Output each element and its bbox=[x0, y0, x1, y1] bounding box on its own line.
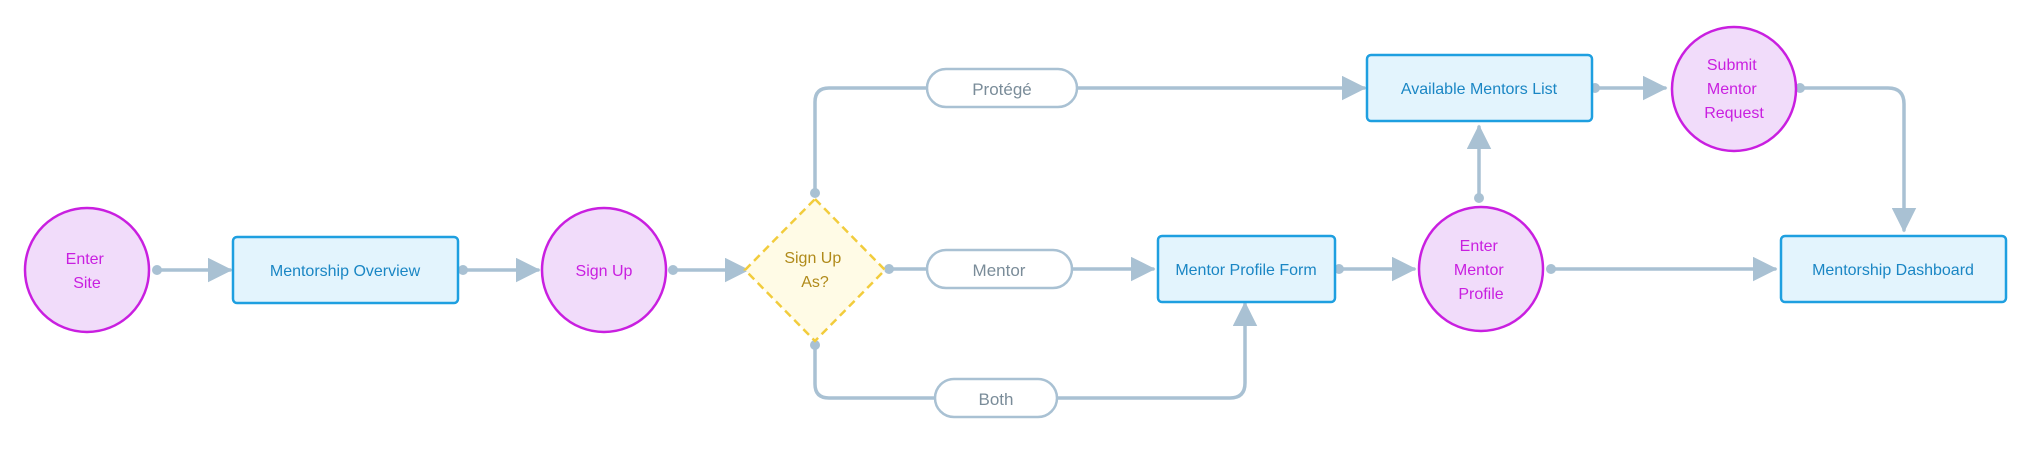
edge-dot bbox=[810, 340, 820, 350]
edge-label-mentor: Mentor bbox=[925, 248, 1074, 290]
svg-text:Mentorship Overview: Mentorship Overview bbox=[270, 263, 421, 280]
edge-dot bbox=[458, 265, 468, 275]
edge-submit-to-dashboard bbox=[1798, 86, 1917, 233]
svg-text:Enter Site: Enter Site bbox=[66, 251, 109, 292]
node-available-mentors-list: Available Mentors List bbox=[1365, 53, 1594, 123]
svg-text:Sign Up: Sign Up bbox=[576, 263, 633, 280]
svg-text:Available Mentors List: Available Mentors List bbox=[1401, 81, 1558, 98]
edge-dot bbox=[1546, 264, 1556, 274]
edge-dot bbox=[1474, 193, 1484, 203]
svg-text:Protégé: Protégé bbox=[972, 80, 1032, 99]
node-submit-mentor-request: Submit Mentor Request bbox=[1670, 25, 1798, 153]
node-mentor-profile-form: Mentor Profile Form bbox=[1156, 234, 1337, 304]
edge-dot bbox=[810, 188, 820, 198]
edge-label-protege: Protégé bbox=[925, 67, 1079, 109]
node-mentorship-dashboard: Mentorship Dashboard bbox=[1779, 234, 2008, 304]
svg-text:Enter Mentor Profi: Enter Mentor Profile bbox=[1454, 238, 1508, 303]
svg-text:Both: Both bbox=[979, 390, 1014, 409]
node-sign-up-as-decision: Sign Up As? bbox=[743, 197, 887, 343]
edge-decision-protege bbox=[813, 75, 1367, 195]
edge-dot bbox=[152, 265, 162, 275]
edge-label-both: Both bbox=[933, 377, 1059, 419]
node-enter-site: Enter Site bbox=[23, 206, 151, 334]
edge-dot bbox=[668, 265, 678, 275]
svg-text:Mentorship Dashboard: Mentorship Dashboard bbox=[1812, 262, 1974, 279]
edge-dot bbox=[884, 264, 894, 274]
svg-text:Sign Up As?: Sign Up As? bbox=[784, 250, 845, 291]
edge-dot bbox=[1795, 83, 1805, 93]
svg-text:Mentor Profile Form: Mentor Profile Form bbox=[1175, 262, 1316, 279]
svg-text:Submit Mentor Requ: Submit Mentor Request bbox=[1704, 57, 1764, 122]
svg-text:Mentor: Mentor bbox=[973, 261, 1026, 280]
node-enter-mentor-profile: Enter Mentor Profile bbox=[1417, 205, 1545, 333]
edge-dot bbox=[1334, 264, 1344, 274]
node-sign-up: Sign Up bbox=[540, 206, 668, 334]
node-mentorship-overview: Mentorship Overview bbox=[231, 235, 460, 305]
